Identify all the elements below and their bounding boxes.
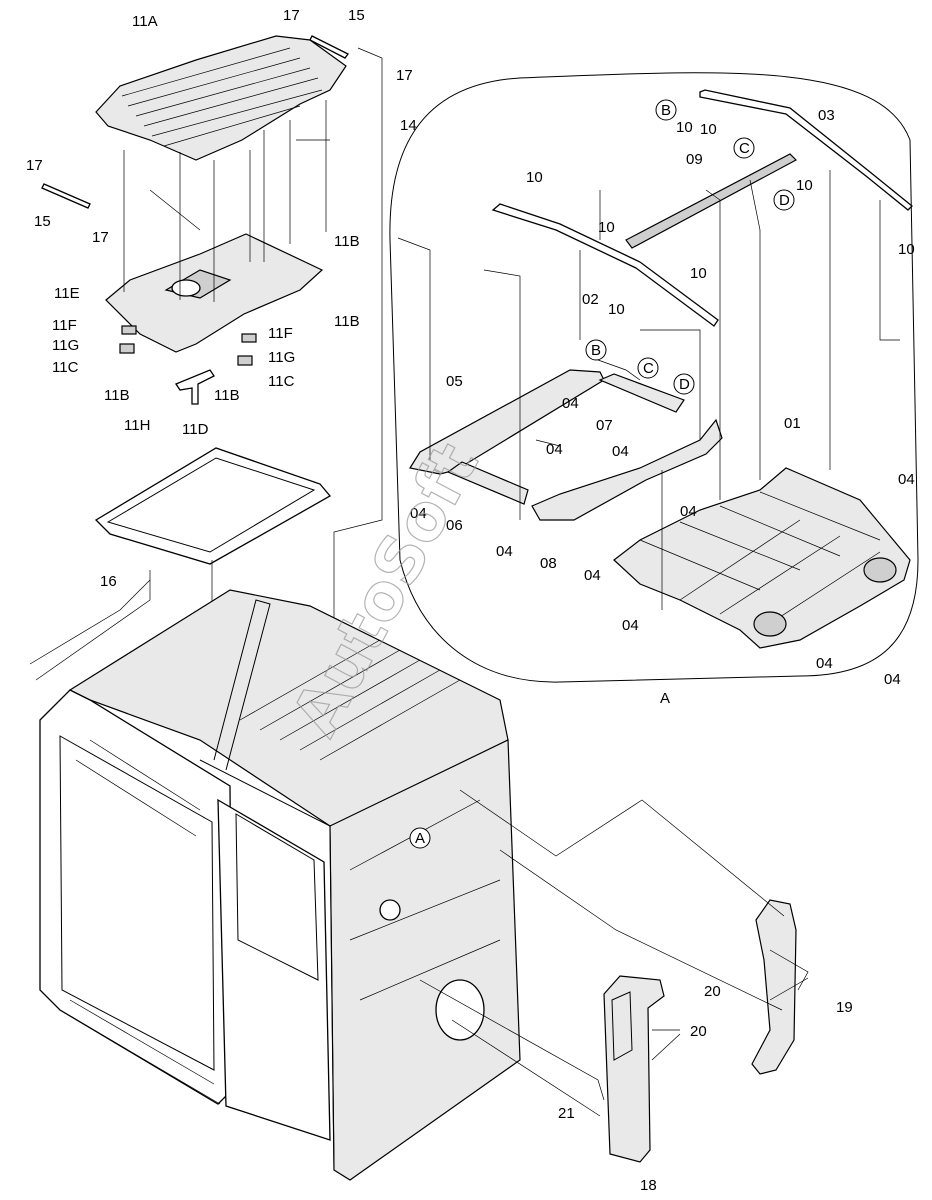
label-04: 04 [562, 395, 579, 412]
label-04: 04 [496, 543, 513, 560]
label-11g: 11G [52, 337, 79, 354]
label-11g: 11G [268, 349, 295, 366]
label-10: 10 [690, 265, 707, 282]
label-10: 10 [898, 241, 915, 258]
cover-11a [95, 35, 347, 161]
svg-text:D: D [679, 376, 690, 393]
svg-text:A: A [415, 830, 425, 847]
label-17: 17 [92, 229, 109, 246]
label-15: 15 [348, 7, 365, 24]
label-10: 10 [598, 219, 615, 236]
svg-text:C: C [643, 360, 654, 377]
label-04: 04 [816, 655, 833, 672]
label-20: 20 [690, 1023, 707, 1040]
label-01: 01 [784, 415, 801, 432]
label-17: 17 [396, 67, 413, 84]
svg-text:C: C [739, 140, 750, 157]
label-11c: 11C [52, 359, 79, 376]
label-06: 06 [446, 517, 463, 534]
label-04: 04 [898, 471, 915, 488]
detail-view-boundary [389, 72, 919, 683]
clip-11c-right [237, 355, 253, 366]
strip-06 [446, 461, 529, 505]
label-04: 04 [584, 567, 601, 584]
label-04: 04 [680, 503, 697, 520]
circle-ref-b-top: B [655, 99, 677, 121]
label-11c: 11C [268, 373, 295, 390]
label-11d: 11D [182, 421, 209, 438]
label-09: 09 [686, 151, 703, 168]
pillar-trim-18 [603, 975, 665, 1163]
label-17: 17 [283, 7, 300, 24]
circle-ref-d-mid: D [673, 373, 695, 395]
pillar-trim-19 [751, 899, 797, 1075]
label-15: 15 [34, 213, 51, 230]
label-03: 03 [818, 107, 835, 124]
label-10: 10 [796, 177, 813, 194]
svg-text:B: B [661, 102, 671, 119]
callout-a-cab: A [409, 827, 431, 849]
clip-11f-left [121, 325, 137, 335]
panel-05 [409, 369, 605, 475]
svg-text:D: D [779, 192, 790, 209]
label-11f: 11F [268, 325, 293, 342]
label-21: 21 [558, 1105, 575, 1122]
label-11b: 11B [104, 387, 130, 404]
label-04: 04 [410, 505, 427, 522]
panel-08 [531, 418, 723, 521]
label-11b: 11B [334, 313, 360, 330]
label-10: 10 [526, 169, 543, 186]
headliner-01 [613, 467, 911, 649]
label-20: 20 [704, 983, 721, 1000]
label-11b: 11B [334, 233, 360, 250]
label-11a: 11A [132, 13, 158, 30]
rod-15-left [41, 183, 91, 209]
bar-09 [625, 153, 797, 249]
label-16: 16 [100, 573, 117, 590]
circle-ref-b-mid: B [585, 339, 607, 361]
circle-ref-c-top: C [733, 137, 755, 159]
label-11h: 11H [124, 417, 150, 434]
label-04: 04 [546, 441, 563, 458]
label-10: 10 [676, 119, 693, 136]
label-08: 08 [540, 555, 557, 572]
label-14: 14 [400, 117, 417, 134]
cab-door [217, 798, 331, 1141]
seal-frame-16 [94, 447, 331, 565]
detail-view-label: A [660, 690, 670, 707]
label-19: 19 [836, 999, 853, 1016]
clip-11c-left [119, 343, 135, 354]
label-11f: 11F [52, 317, 77, 334]
cab-front-frame [39, 689, 233, 1105]
label-17: 17 [26, 157, 43, 174]
label-07: 07 [596, 417, 613, 434]
label-10: 10 [700, 121, 717, 138]
rail-03 [699, 89, 913, 211]
circle-ref-d-top: D [773, 189, 795, 211]
label-05: 05 [446, 373, 463, 390]
label-02: 02 [582, 291, 599, 308]
bracket-11d [175, 369, 215, 405]
rail-02 [491, 203, 719, 327]
label-04: 04 [612, 443, 629, 460]
label-11e: 11E [54, 285, 80, 302]
clip-11f-right [241, 333, 257, 343]
label-04: 04 [622, 617, 639, 634]
svg-text:B: B [591, 342, 601, 359]
label-10: 10 [608, 301, 625, 318]
circle-ref-c-mid: C [637, 357, 659, 379]
label-18: 18 [640, 1177, 657, 1194]
label-11b: 11B [214, 387, 240, 404]
plate-07 [598, 373, 685, 413]
label-04: 04 [884, 671, 901, 688]
rod-15-upper [309, 35, 349, 59]
